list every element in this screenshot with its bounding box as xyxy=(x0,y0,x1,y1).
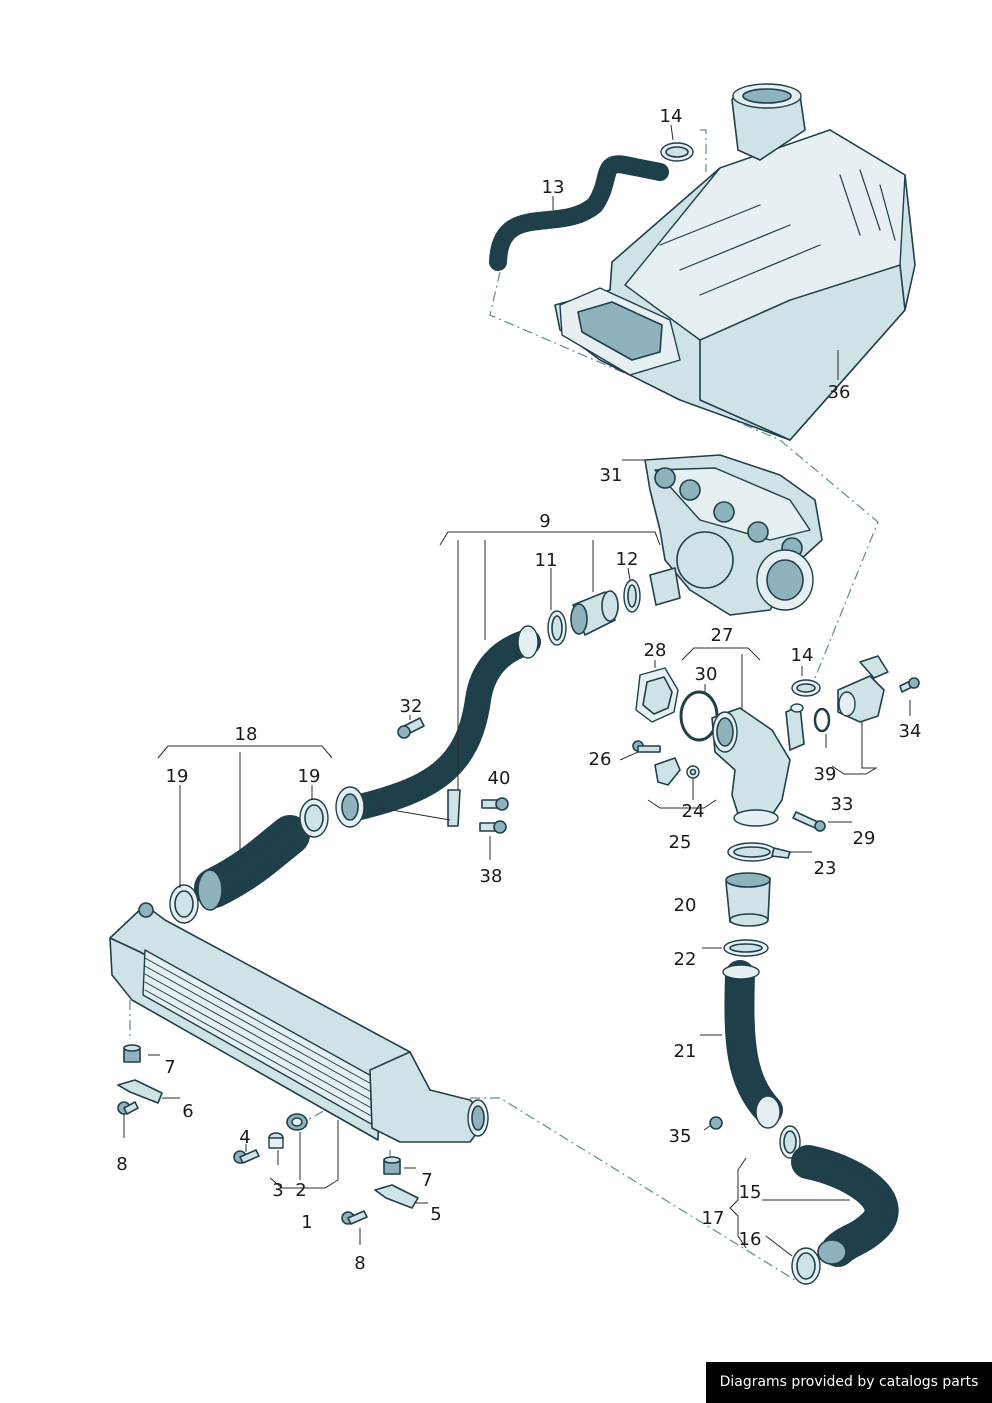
seal-ring xyxy=(813,707,831,748)
hose-clamp-19-right xyxy=(299,785,329,838)
intake-elbow-27 xyxy=(681,647,805,827)
hose-clamp-19-left xyxy=(169,785,199,924)
callout-24: 24 xyxy=(682,801,705,822)
hose-clamp-12 xyxy=(623,567,641,613)
callout-27: 27 xyxy=(711,625,734,646)
callout-18: 18 xyxy=(235,724,258,745)
callout-34: 34 xyxy=(899,721,922,742)
nut-35 xyxy=(703,1116,723,1131)
callout-7-right: 7 xyxy=(421,1170,432,1191)
hose-clamp-14-top xyxy=(660,124,694,162)
callout-15: 15 xyxy=(739,1182,762,1203)
callout-20: 20 xyxy=(674,895,697,916)
callout-11: 11 xyxy=(535,550,558,571)
bolt-8-right xyxy=(341,1210,368,1245)
callout-25: 25 xyxy=(669,832,692,853)
callout-22: 22 xyxy=(674,949,697,970)
charge-pipe-9 xyxy=(335,531,661,828)
o-ring-30 xyxy=(679,684,719,742)
bolt-33 xyxy=(792,811,852,832)
callout-12: 12 xyxy=(616,549,639,570)
hose-clamp-23 xyxy=(727,842,812,862)
rubber-mount-7-left xyxy=(123,1044,160,1063)
sleeve-20 xyxy=(725,872,771,927)
callout-19-left: 19 xyxy=(166,766,189,787)
callout-7-left: 7 xyxy=(164,1057,175,1078)
callout-16: 16 xyxy=(739,1229,762,1250)
watermark-banner: Diagrams provided by catalogs parts xyxy=(706,1362,992,1403)
hose-clamp-11 xyxy=(547,568,567,646)
bolt-26 xyxy=(619,740,661,761)
bolt-32 xyxy=(397,715,425,739)
charge-hose-15 xyxy=(729,1145,899,1267)
callout-28: 28 xyxy=(644,640,667,661)
hose-clamp-22 xyxy=(702,939,769,957)
bolt-38 xyxy=(479,820,507,860)
callout-8-right: 8 xyxy=(354,1253,365,1274)
callout-9: 9 xyxy=(539,511,550,532)
callout-38: 38 xyxy=(480,866,503,887)
hose-clamp-14-mid xyxy=(791,666,821,697)
callout-8-left: 8 xyxy=(116,1154,127,1175)
callout-35: 35 xyxy=(669,1126,692,1147)
callout-19-right: 19 xyxy=(298,766,321,787)
bolt-34 xyxy=(899,677,920,716)
callout-14-top: 14 xyxy=(660,106,683,127)
callout-36: 36 xyxy=(828,382,851,403)
callout-29: 29 xyxy=(853,828,876,849)
bracket-25 xyxy=(647,757,717,809)
callout-33: 33 xyxy=(831,794,854,815)
callout-40: 40 xyxy=(488,768,511,789)
bolt-40 xyxy=(481,797,509,811)
callout-1: 1 xyxy=(301,1212,312,1233)
callout-labels: 1 2 3 4 5 6 7 7 8 8 9 11 12 13 14 14 15 … xyxy=(116,106,921,1274)
intercooler xyxy=(109,902,489,1189)
callout-14-mid: 14 xyxy=(791,645,814,666)
callout-30: 30 xyxy=(695,664,718,685)
charge-hose-18 xyxy=(157,745,333,911)
hose-clamp-16-bottom xyxy=(765,1235,821,1285)
callout-4: 4 xyxy=(239,1127,250,1148)
bracket-6 xyxy=(117,1079,180,1104)
callout-2: 2 xyxy=(295,1180,306,1201)
turbocharger-manifold xyxy=(622,454,823,616)
callout-5: 5 xyxy=(430,1204,441,1225)
air-filter-housing xyxy=(554,83,916,441)
callout-21: 21 xyxy=(674,1041,697,1062)
callout-3: 3 xyxy=(272,1180,283,1201)
callout-32: 32 xyxy=(400,696,423,717)
callout-23: 23 xyxy=(814,858,837,879)
rubber-mount-7-right xyxy=(383,1156,416,1175)
gasket-28 xyxy=(635,660,679,723)
bushing-3 xyxy=(268,1132,284,1165)
callout-31: 31 xyxy=(600,465,623,486)
bolt-4 xyxy=(233,1144,260,1164)
bracket-5 xyxy=(374,1184,428,1209)
rubber-sleeve xyxy=(570,590,619,636)
hose-clamp-16-top xyxy=(779,1125,801,1159)
callout-26: 26 xyxy=(589,749,612,770)
callout-6: 6 xyxy=(182,1101,193,1122)
callout-13: 13 xyxy=(542,177,565,198)
charge-pipe-21 xyxy=(700,960,783,1129)
bolt-8-left xyxy=(117,1101,139,1138)
callout-17: 17 xyxy=(702,1208,725,1229)
grommet-2 xyxy=(286,1113,308,1180)
callout-39: 39 xyxy=(814,764,837,785)
vacuum-hose xyxy=(489,155,669,271)
valve-39 xyxy=(831,655,889,775)
washer-24 xyxy=(686,765,700,800)
